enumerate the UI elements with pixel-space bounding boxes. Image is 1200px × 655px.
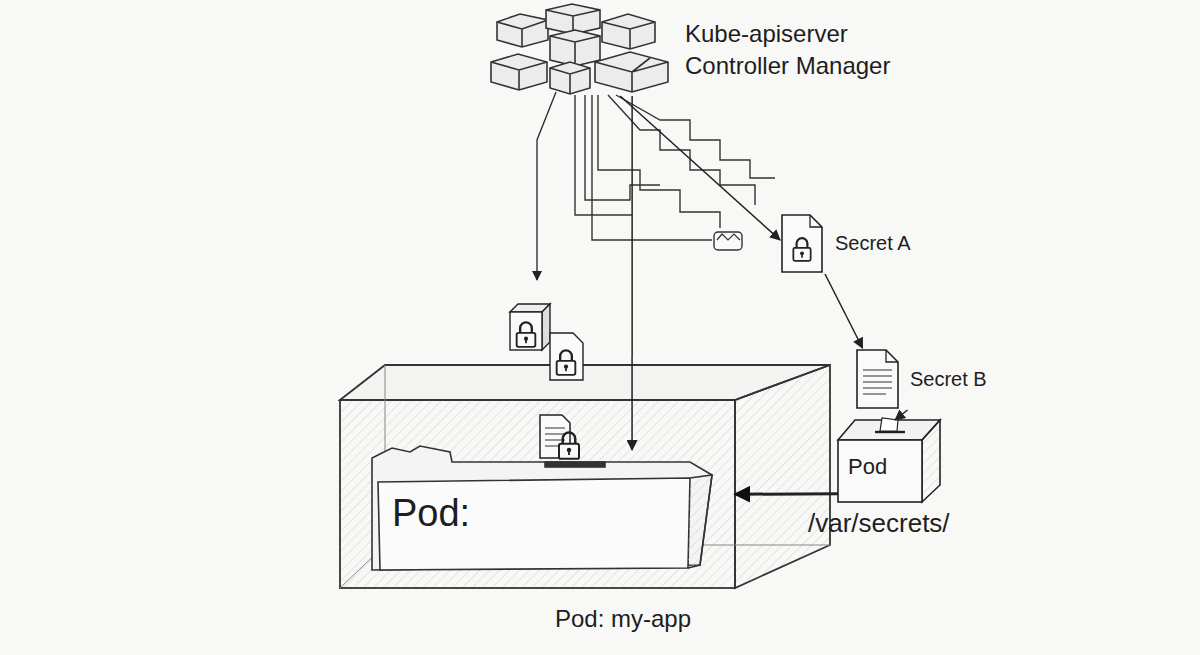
lock-icon bbox=[793, 238, 810, 261]
tray bbox=[372, 446, 712, 570]
cluster-block bbox=[546, 4, 600, 34]
node-label: Kube-apiserver Controller Manager bbox=[685, 18, 930, 83]
arrow-connector bbox=[631, 96, 633, 450]
cube-front bbox=[510, 312, 542, 350]
lock-icon bbox=[559, 433, 579, 459]
box-side bbox=[922, 420, 940, 502]
tray-slot bbox=[545, 462, 605, 467]
document-icon bbox=[550, 333, 583, 380]
secret-node: Secret B bbox=[855, 348, 1005, 410]
tray-back bbox=[372, 446, 712, 570]
envelope-body bbox=[714, 232, 742, 250]
pod-container: Pod: my-appPod: bbox=[340, 365, 735, 640]
cluster-edge bbox=[491, 62, 547, 90]
cluster-edge bbox=[550, 68, 590, 94]
staircase-wire bbox=[598, 95, 720, 228]
document-icon bbox=[857, 350, 898, 408]
cluster-edge bbox=[550, 36, 600, 66]
wire-to-envelope bbox=[592, 95, 712, 240]
cluster-block bbox=[497, 14, 548, 47]
node-label: Pod: bbox=[392, 488, 512, 539]
tray-secret-icons bbox=[540, 415, 579, 459]
document-lines bbox=[863, 370, 892, 394]
secret-node: Secret A bbox=[780, 212, 930, 274]
lock-icon bbox=[557, 350, 576, 375]
envelope-icon bbox=[714, 232, 742, 250]
lock-icon bbox=[517, 322, 536, 347]
secret-b-document bbox=[857, 350, 898, 408]
node-label: Pod: my-app bbox=[555, 603, 755, 635]
arrow-connector bbox=[620, 96, 780, 240]
slot-paper bbox=[880, 418, 898, 431]
cluster-block bbox=[491, 54, 547, 90]
control-plane-node: Kube-apiserver Controller Manager bbox=[490, 4, 950, 96]
node-label: Secret B bbox=[910, 366, 1005, 393]
box-front bbox=[838, 440, 922, 502]
tray-front bbox=[378, 478, 690, 570]
edge-label: /var/secrets/ bbox=[808, 508, 1028, 539]
cluster-edge bbox=[602, 22, 655, 49]
pod-container-box bbox=[340, 365, 830, 588]
pod-box: Pod bbox=[838, 420, 940, 502]
box-back-edges bbox=[340, 365, 830, 588]
arrow-connector bbox=[735, 492, 838, 495]
mounted-secret-icons bbox=[510, 304, 583, 380]
control-plane-cluster bbox=[491, 4, 668, 94]
control-wires bbox=[537, 92, 775, 280]
cluster-edge bbox=[595, 58, 668, 92]
cluster-block bbox=[550, 62, 590, 94]
pod-tray: Pod: bbox=[370, 450, 690, 570]
cube-side bbox=[542, 304, 550, 350]
cluster-block bbox=[602, 14, 655, 49]
small-pod-box bbox=[838, 418, 940, 502]
cluster-block bbox=[595, 52, 668, 92]
node-label: Pod bbox=[848, 452, 918, 482]
box-side bbox=[735, 365, 830, 588]
wire-to-locks bbox=[537, 92, 556, 280]
envelope-flap bbox=[717, 234, 740, 240]
staircase-wire bbox=[608, 95, 755, 205]
cluster-block bbox=[550, 30, 600, 66]
document-fold bbox=[810, 215, 822, 227]
arrow-connector bbox=[825, 274, 863, 348]
cluster-edge bbox=[497, 20, 548, 47]
tray-side bbox=[688, 475, 712, 568]
arrow-connector bbox=[895, 410, 907, 420]
node-label: Secret A bbox=[835, 230, 930, 257]
secret-a-document bbox=[782, 215, 822, 272]
staircase-wire bbox=[616, 95, 775, 178]
wire bbox=[575, 95, 632, 215]
document-fold bbox=[886, 350, 898, 362]
document-icon bbox=[782, 215, 822, 272]
box-front bbox=[340, 400, 735, 588]
